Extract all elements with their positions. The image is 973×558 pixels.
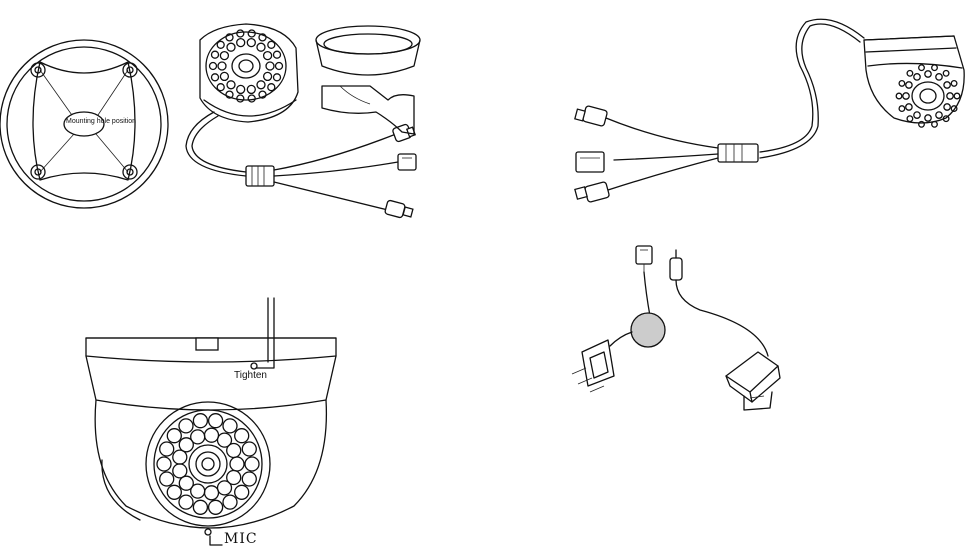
wall-socket bbox=[572, 340, 614, 392]
dc-plug bbox=[670, 250, 682, 280]
power-adapter bbox=[726, 352, 780, 410]
cable-junction bbox=[631, 313, 665, 347]
rj45-plug bbox=[636, 246, 652, 272]
tighten-label: Tighten bbox=[234, 370, 267, 381]
mic-label: MIC bbox=[224, 531, 258, 547]
mounting-hole-label: Mounting hole position bbox=[66, 118, 136, 125]
